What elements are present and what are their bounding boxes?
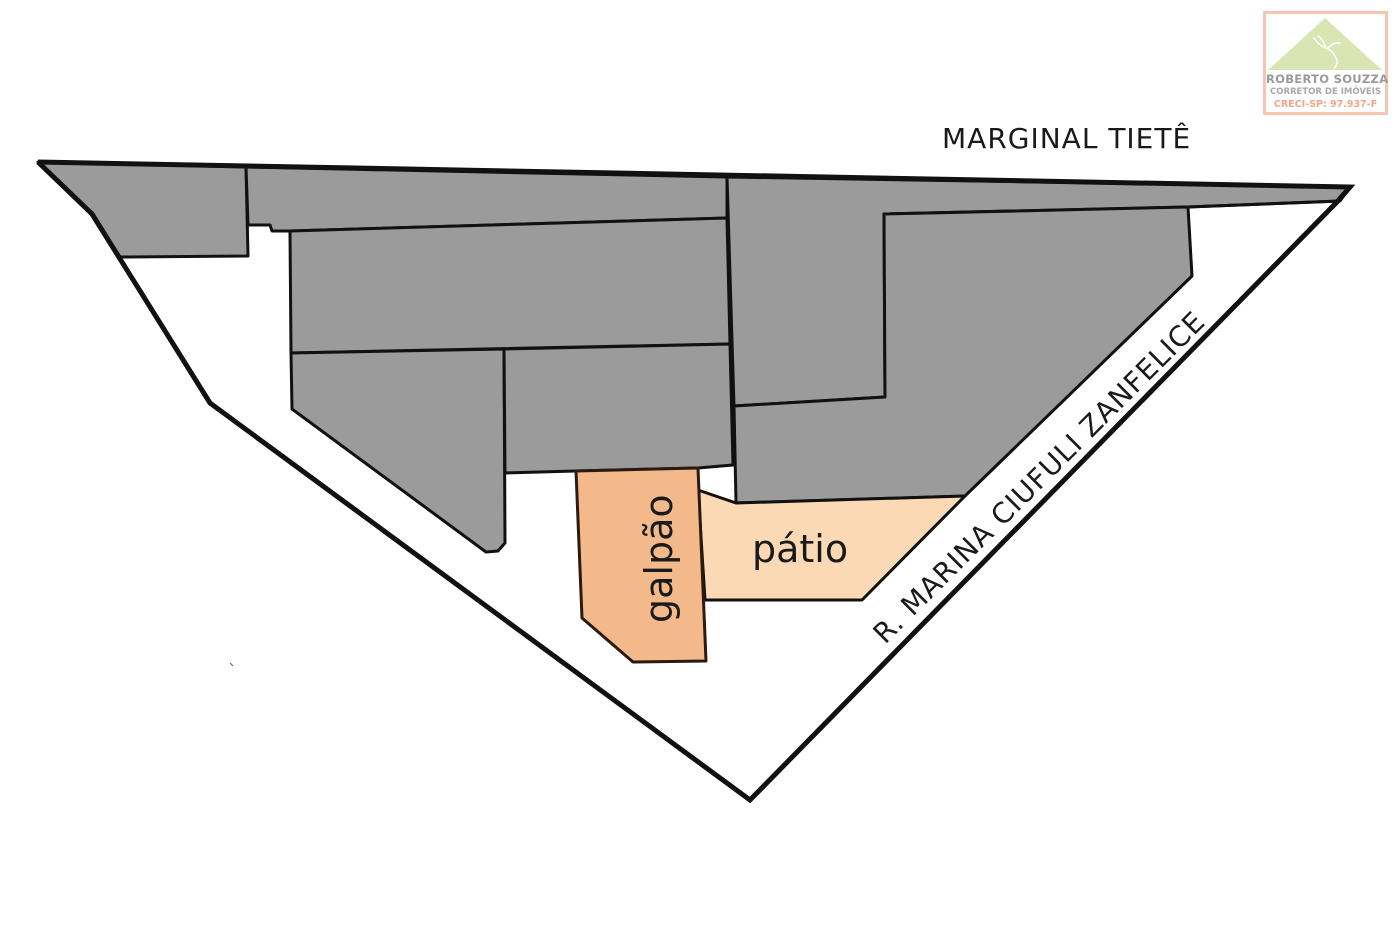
logo-name: ROBERTO SOUZZA [1266,72,1389,86]
street-edge-line [1187,199,1341,209]
logo-triangle [1268,18,1382,70]
outer-boundary-line [36,159,1356,804]
logo-registration: CRECI-SP: 97.937-F [1273,99,1378,110]
patio-label: pátio [752,527,848,571]
lot-top-left [36,160,250,259]
lot-middle-wide [288,216,732,355]
hummingbird-icon [1313,35,1341,69]
galpao-area[interactable] [574,466,708,664]
realtor-logo: ROBERTO SOUZZA CORRETOR DE IMÓVEIS CRECI… [1263,11,1388,115]
lot-lower-middle [502,342,735,475]
marginal-tiete-label: MARGINAL TIETÊ [942,121,1191,155]
stray-mark [229,662,234,667]
lot-lower-left [289,347,507,554]
logo-subtitle: CORRETOR DE IMÓVEIS [1270,87,1381,97]
galpao-label: galpão [637,494,681,623]
